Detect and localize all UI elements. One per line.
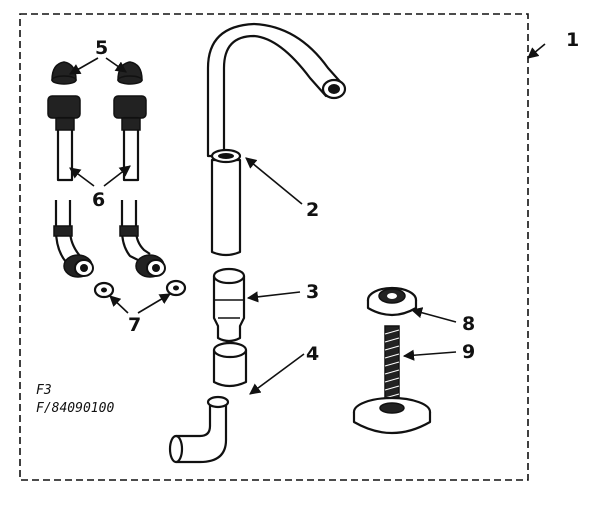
callout-4: 4 (306, 343, 319, 365)
washer-right (165, 279, 187, 297)
kit-border (19, 13, 529, 481)
callout-5: 5 (95, 37, 108, 59)
leader-lines (69, 43, 546, 395)
nut-right (135, 254, 166, 278)
cap-nut-right (117, 61, 143, 85)
callout-8: 8 (462, 313, 475, 335)
leveling-stud (352, 325, 432, 435)
figure-code-line2: F/84090100 (36, 401, 114, 416)
callout-1: 1 (566, 29, 579, 51)
washer-left (93, 281, 115, 299)
callout-3: 3 (306, 281, 319, 303)
coupling (212, 267, 246, 343)
callout-9: 9 (462, 341, 475, 363)
fitting-left (47, 95, 89, 271)
flange-nut (366, 286, 418, 317)
callout-7: 7 (128, 314, 141, 336)
j-hook-tube (206, 22, 347, 158)
short-tube (212, 341, 248, 388)
fitting-right (113, 95, 151, 263)
nut-left (63, 254, 94, 278)
elbow-tube (168, 395, 230, 464)
figure-code-line1: F3 (36, 383, 52, 398)
callout-2: 2 (306, 199, 319, 221)
straight-tube (210, 148, 242, 257)
callout-6: 6 (92, 189, 105, 211)
